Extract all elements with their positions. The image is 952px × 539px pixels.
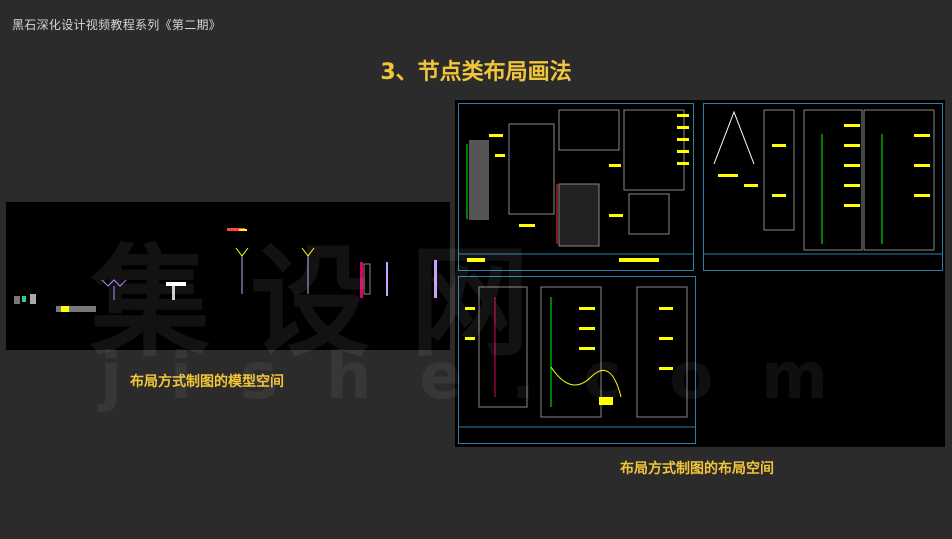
watermark-url: jishe.com bbox=[100, 340, 876, 414]
layout-sheet-3 bbox=[458, 276, 696, 444]
slide-title: 3、节点类布局画法 bbox=[380, 60, 572, 85]
caption-layout-space: 布局方式制图的布局空间 bbox=[620, 461, 774, 477]
series-title: 黑石深化设计视频教程系列《第二期》 bbox=[12, 18, 222, 32]
caption-model-space: 布局方式制图的模型空间 bbox=[130, 374, 284, 390]
model-space-drawing bbox=[14, 228, 437, 312]
layout-space-screenshot bbox=[455, 100, 945, 447]
layout-sheet-1 bbox=[458, 103, 694, 271]
layout-sheet-2 bbox=[703, 103, 943, 271]
watermark-logo: 集设网 bbox=[90, 234, 570, 373]
model-space-screenshot bbox=[6, 202, 450, 350]
